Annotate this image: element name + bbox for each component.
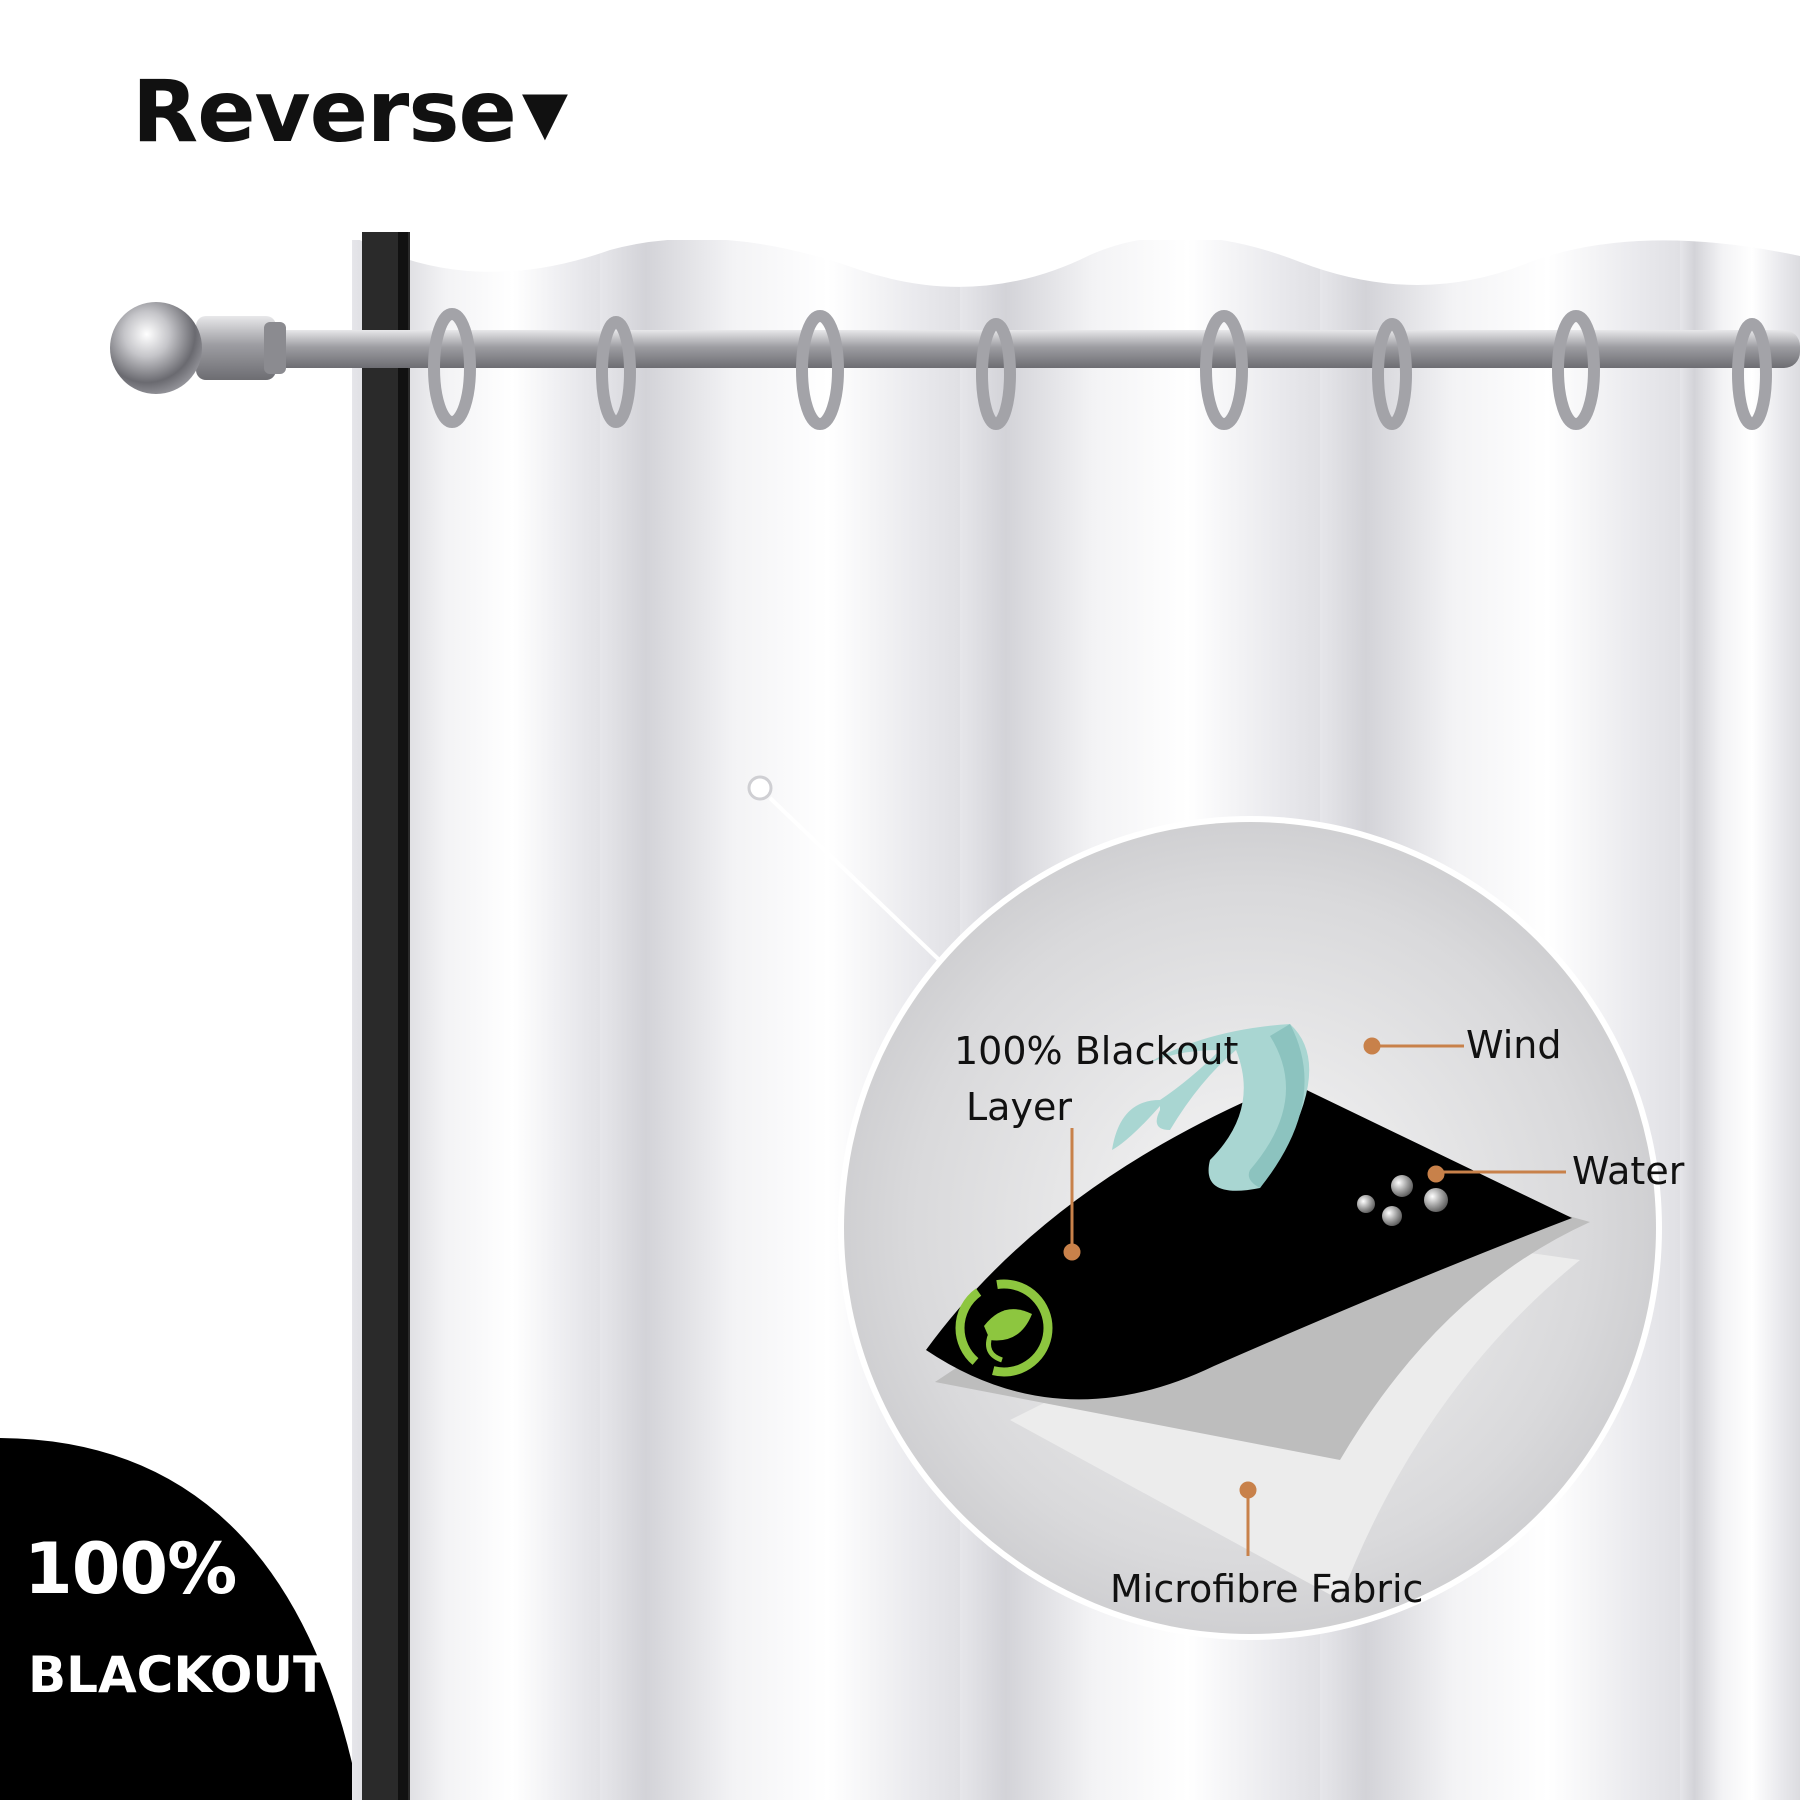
label-blackout-layer-line1: 100% Blackout [954,1029,1239,1073]
water-droplets-icon [1357,1175,1448,1226]
blackout-badge [0,1438,360,1800]
heading-text: Reverse [132,62,517,162]
rod-finial [110,302,202,394]
label-water: Water [1572,1149,1685,1193]
curtain-rod [110,302,1800,394]
eco-bio-logo [955,1279,1053,1377]
callout-pointer-dot [747,775,773,801]
callout-pointer-line [768,796,960,980]
page-heading: Reverse▼ [132,62,568,162]
grommets [428,308,1772,430]
blackout-layer [926,1082,1572,1400]
detail-magnifier [838,816,1662,1640]
label-blackout-layer-line2: Layer [966,1085,1072,1129]
badge-percent: 100% [24,1528,237,1610]
badge-blackout: BLACKOUT [28,1646,328,1704]
label-microfibre-fabric: Microfibre Fabric [1110,1567,1424,1611]
triangle-down-icon: ▼ [521,78,568,148]
leader-lines [1063,1037,1566,1556]
wind-arrow-icon [1112,1024,1310,1191]
label-wind: Wind [1466,1023,1562,1067]
